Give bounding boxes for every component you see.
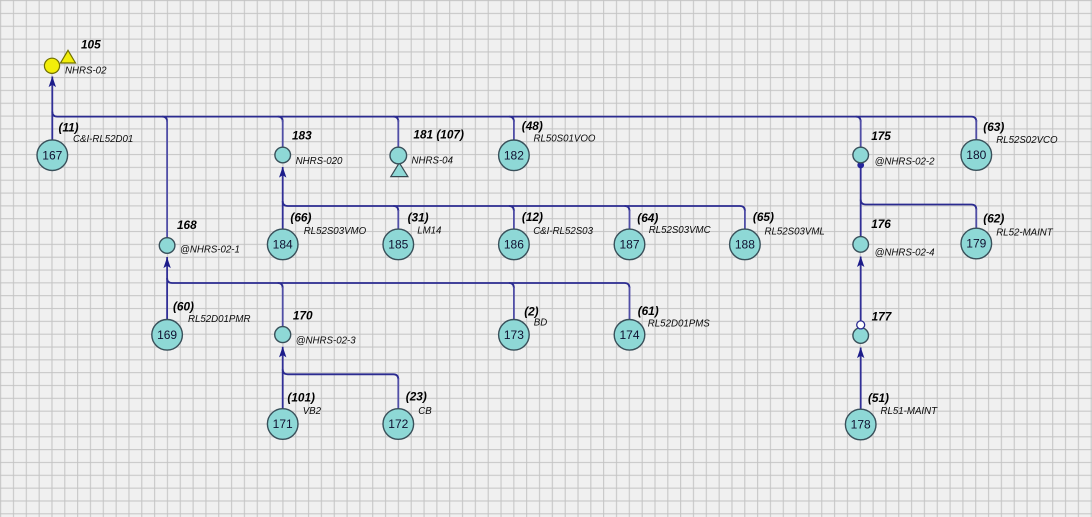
svg-text:(63): (63) [983, 120, 1004, 134]
svg-text:@NHRS-02-2: @NHRS-02-2 [875, 157, 936, 168]
svg-text:182: 182 [504, 148, 524, 162]
svg-text:RL50S01VOO: RL50S01VOO [534, 134, 596, 145]
svg-text:167: 167 [42, 148, 62, 162]
svg-text:179: 179 [966, 237, 986, 251]
svg-text:176: 176 [871, 217, 891, 231]
svg-text:(23): (23) [406, 390, 427, 404]
svg-text:188: 188 [735, 237, 755, 251]
svg-text:168: 168 [177, 218, 197, 232]
svg-text:187: 187 [619, 237, 639, 251]
svg-text:@NHRS-02-3: @NHRS-02-3 [296, 336, 357, 347]
svg-text:178: 178 [851, 418, 871, 432]
svg-text:183: 183 [292, 129, 312, 143]
svg-text:171: 171 [273, 417, 293, 431]
svg-text:CB: CB [418, 406, 432, 417]
svg-text:172: 172 [388, 417, 408, 431]
svg-text:(61): (61) [638, 304, 659, 318]
svg-text:RL52S02VCO: RL52S02VCO [996, 135, 1058, 146]
svg-text:VB2: VB2 [303, 406, 322, 417]
svg-text:(101): (101) [287, 390, 315, 404]
svg-text:(11): (11) [59, 120, 79, 134]
svg-text:C&I-RL52S03: C&I-RL52S03 [533, 226, 593, 237]
svg-text:170: 170 [293, 309, 313, 323]
svg-text:185: 185 [388, 237, 408, 251]
svg-text:(65): (65) [753, 210, 774, 224]
svg-text:105: 105 [81, 38, 101, 52]
svg-text:(66): (66) [290, 211, 311, 225]
svg-text:RL52D01PMS: RL52D01PMS [648, 319, 710, 330]
svg-text:LM14: LM14 [417, 226, 442, 237]
svg-text:(2): (2) [524, 305, 538, 319]
svg-text:186: 186 [504, 237, 524, 251]
svg-text:RL52S03VML: RL52S03VML [765, 227, 825, 238]
svg-text:181 (107): 181 (107) [413, 128, 464, 142]
svg-text:RL52-MAINT: RL52-MAINT [996, 228, 1054, 239]
svg-text:NHRS-04: NHRS-04 [412, 155, 454, 166]
svg-text:174: 174 [619, 328, 639, 342]
svg-text:@NHRS-02-4: @NHRS-02-4 [875, 248, 936, 259]
svg-text:BD: BD [534, 318, 547, 329]
svg-text:180: 180 [966, 148, 986, 162]
svg-text:(12): (12) [522, 210, 543, 224]
svg-text:RL52D01PMR: RL52D01PMR [188, 314, 250, 325]
svg-text:RL52S03VMC: RL52S03VMC [649, 225, 712, 236]
svg-text:184: 184 [273, 237, 293, 251]
svg-text:169: 169 [157, 328, 177, 342]
svg-text:177: 177 [872, 310, 893, 324]
svg-text:(31): (31) [408, 210, 429, 224]
svg-text:(62): (62) [983, 212, 1004, 226]
svg-text:(48): (48) [522, 119, 543, 133]
svg-text:RL52S03VMO: RL52S03VMO [304, 226, 367, 237]
svg-text:(64): (64) [637, 211, 658, 225]
svg-text:NHRS-02: NHRS-02 [65, 65, 107, 76]
svg-text:NHRS-020: NHRS-020 [296, 156, 343, 167]
svg-text:(60): (60) [173, 300, 194, 314]
svg-text:175: 175 [871, 129, 891, 143]
svg-text:173: 173 [504, 328, 524, 342]
svg-text:RL51-MAINT: RL51-MAINT [881, 406, 939, 417]
svg-text:@NHRS-02-1: @NHRS-02-1 [180, 245, 240, 256]
svg-text:(51): (51) [868, 391, 889, 405]
svg-text:C&I-RL52D01: C&I-RL52D01 [73, 134, 133, 145]
